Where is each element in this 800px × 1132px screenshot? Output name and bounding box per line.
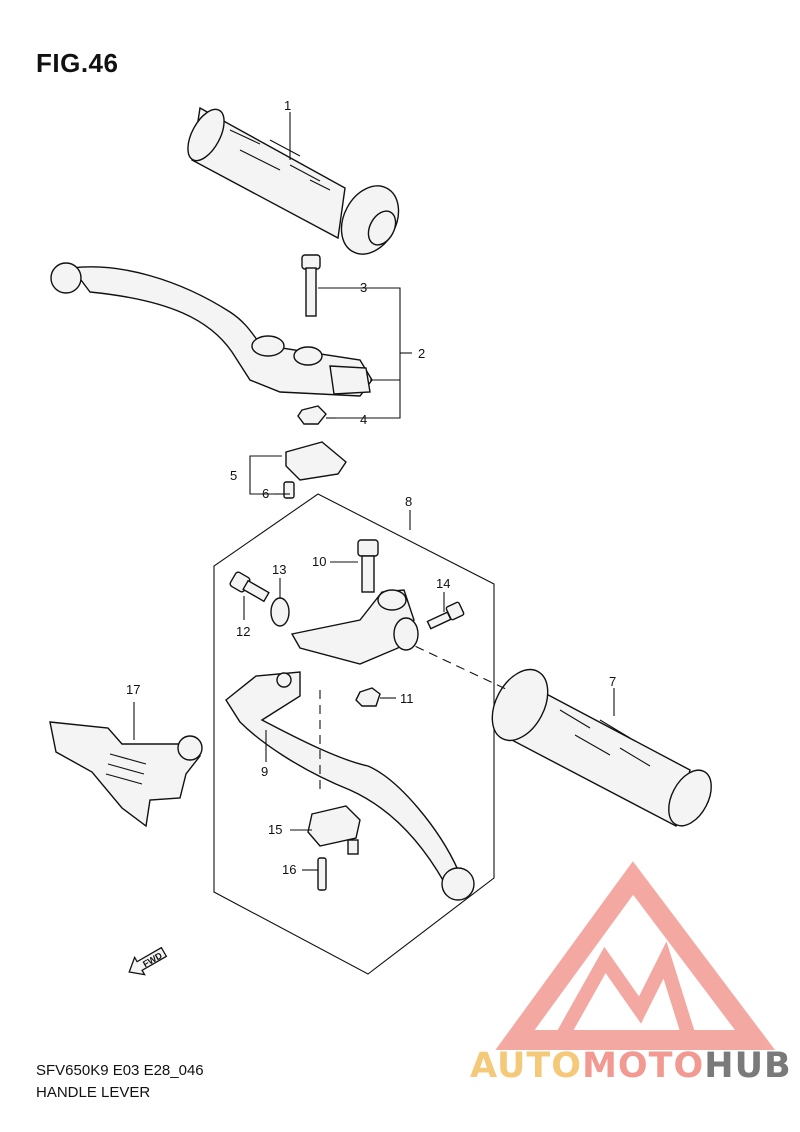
bolt-10-part — [357, 539, 379, 593]
screw-12-part — [229, 571, 270, 603]
watermark-text: AUTOMOTOHUB — [470, 1046, 792, 1086]
switch-15-part — [307, 805, 361, 855]
callout-9: 9 — [261, 764, 268, 779]
callout-8: 8 — [405, 494, 412, 509]
washer-13-part — [270, 597, 290, 627]
callout-1: 1 — [284, 98, 291, 113]
bolt-14-part — [426, 601, 465, 630]
callout-2: 2 — [418, 346, 425, 361]
nut-4-part — [297, 405, 327, 425]
callout-16: 16 — [282, 862, 296, 877]
callout-17: 17 — [126, 682, 140, 697]
holder-17-part — [49, 721, 203, 828]
callout-6: 6 — [262, 486, 269, 501]
assembly-8-boundary — [213, 493, 495, 975]
switch-5-part — [283, 441, 347, 499]
grip-left-part — [491, 668, 712, 828]
callout-14: 14 — [436, 576, 450, 591]
bolt-3-part — [301, 254, 321, 317]
watermark-part-moto: MOTO — [582, 1046, 705, 1086]
callout-11: 11 — [400, 691, 414, 706]
caption-code: SFV650K9 E03 E28_046 — [36, 1062, 204, 1079]
callout-13: 13 — [272, 562, 286, 577]
clutch-lever-part — [225, 671, 475, 901]
watermark-part-auto: AUTO — [470, 1046, 583, 1086]
brake-lever-part — [50, 262, 373, 397]
callout-3: 3 — [360, 280, 367, 295]
watermark-logo — [495, 861, 776, 1050]
callout-12: 12 — [236, 624, 250, 639]
callout-5: 5 — [230, 468, 237, 483]
figure-title: FIG.46 — [36, 48, 119, 78]
callout-10: 10 — [312, 554, 326, 569]
screw-16-part — [317, 857, 327, 891]
clutch-bracket-part — [290, 589, 419, 665]
callout-15: 15 — [268, 822, 282, 837]
callout-7: 7 — [609, 674, 616, 689]
caption-name: HANDLE LEVER — [36, 1084, 151, 1101]
nut-11-part — [355, 687, 381, 707]
callout-4: 4 — [360, 412, 367, 427]
grip-right-part — [187, 106, 400, 255]
watermark-part-hub: HUB — [704, 1046, 792, 1086]
fwd-arrow-icon: FWD — [128, 946, 168, 976]
